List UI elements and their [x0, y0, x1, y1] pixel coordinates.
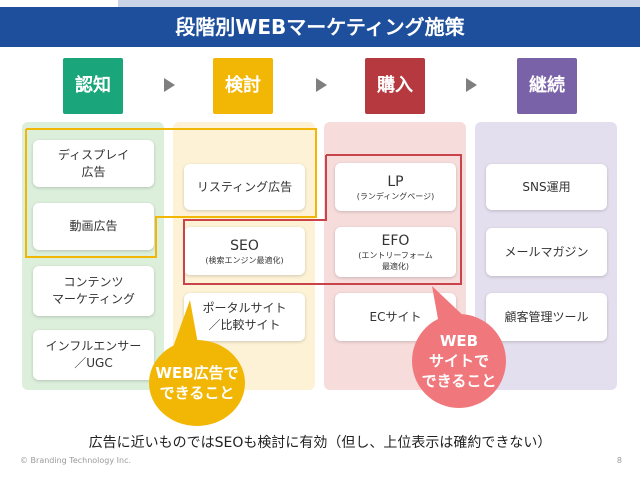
card-sns: SNS運用	[486, 164, 607, 210]
arrow-right-icon	[466, 78, 477, 92]
card-mail-magazine: メールマガジン	[486, 228, 607, 276]
stage-purchase: 購入	[365, 58, 425, 114]
card-label: メールマガジン	[504, 244, 589, 259]
stage-retention: 継続	[517, 58, 577, 114]
website-callout: WEB サイトで できること	[412, 314, 506, 408]
footer-note: 広告に近いものではSEOも検討に有効（但し、上位表示は確約できない）	[88, 435, 552, 451]
card-label: インフルエンサー ／UGC	[45, 339, 142, 370]
card-label: SNS運用	[522, 179, 571, 194]
card-content-marketing: コンテンツ マーケティング	[33, 266, 154, 316]
page-title: 段階別WEBマーケティング施策	[0, 7, 640, 47]
card-crm-tool: 顧客管理ツール	[486, 293, 607, 341]
arrow-right-icon	[164, 78, 175, 92]
card-label: 顧客管理ツール	[504, 309, 589, 324]
header-accent-line	[118, 0, 640, 7]
web-ads-callout: WEB広告で できること	[149, 340, 245, 426]
card-influencer-ugc: インフルエンサー ／UGC	[33, 330, 154, 380]
card-label: コンテンツ マーケティング	[51, 275, 136, 306]
page-number: 8	[616, 456, 622, 465]
card-portal-sites: ポータルサイト ／比較サイト	[184, 293, 305, 341]
copyright: © Branding Technology Inc.	[20, 456, 132, 465]
arrow-right-icon	[316, 78, 327, 92]
card-label: ポータルサイト ／比較サイト	[202, 301, 287, 332]
stage-consideration: 検討	[213, 58, 273, 114]
stage-awareness: 認知	[63, 58, 123, 114]
card-label: ECサイト	[369, 309, 422, 324]
